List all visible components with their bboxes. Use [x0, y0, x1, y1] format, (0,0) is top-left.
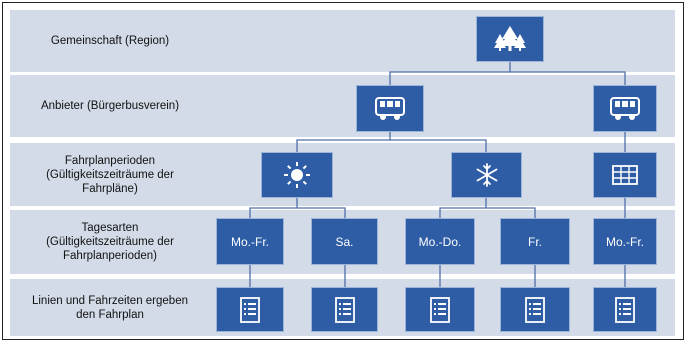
calendar-grid-icon [612, 165, 638, 185]
daytype-node-2: Sa. [311, 218, 378, 265]
provider-node-1 [356, 85, 424, 132]
list-document-icon [525, 296, 545, 323]
period-node-summer [261, 152, 333, 198]
bus-icon [375, 96, 405, 120]
daytype-node-1: Mo.-Fr. [216, 218, 284, 265]
bus-icon [610, 96, 640, 120]
list-document-icon [334, 296, 355, 323]
period-node-table [593, 152, 657, 198]
list-document-icon [240, 296, 260, 323]
period-node-winter [451, 152, 522, 198]
daytype-node-4: Fr. [500, 218, 570, 265]
row-band-periods [10, 143, 675, 206]
daytype-label: Fr. [528, 234, 542, 249]
provider-node-2 [593, 85, 657, 132]
schedule-node-1 [216, 287, 284, 332]
sun-icon [284, 162, 310, 188]
daytype-label: Mo.-Fr. [606, 234, 644, 249]
forest-icon [494, 26, 526, 51]
region-node [476, 16, 544, 62]
row-band-provider [10, 75, 675, 137]
row-label-schedules: Linien und Fahrzeiten ergeben den Fahrpl… [31, 294, 188, 321]
daytype-node-3: Mo.-Do. [405, 218, 475, 265]
row-band-region [10, 10, 675, 72]
snowflake-icon [476, 163, 497, 187]
daytype-label: Mo.-Do. [418, 234, 462, 249]
list-document-icon [615, 296, 635, 323]
daytype-node-5: Mo.-Fr. [593, 218, 657, 265]
row-label-region: Gemeinschaft (Region) [50, 35, 170, 47]
daytype-label: Mo.-Fr. [231, 234, 269, 249]
schedule-node-3 [405, 287, 475, 332]
daytype-label: Sa. [335, 234, 354, 249]
row-label-provider: Anbieter (Bürgerbusverein) [40, 100, 180, 112]
schedule-node-5 [593, 287, 657, 332]
schedule-node-2 [311, 287, 378, 332]
schedule-node-4 [500, 287, 570, 332]
list-document-icon [430, 296, 450, 323]
row-label-daytypes: Tagesarten (Gültigkeitszeiträume der Fah… [46, 222, 174, 262]
row-label-periods: Fahrplanperioden (Gültigkeitszeiträume d… [46, 154, 174, 195]
